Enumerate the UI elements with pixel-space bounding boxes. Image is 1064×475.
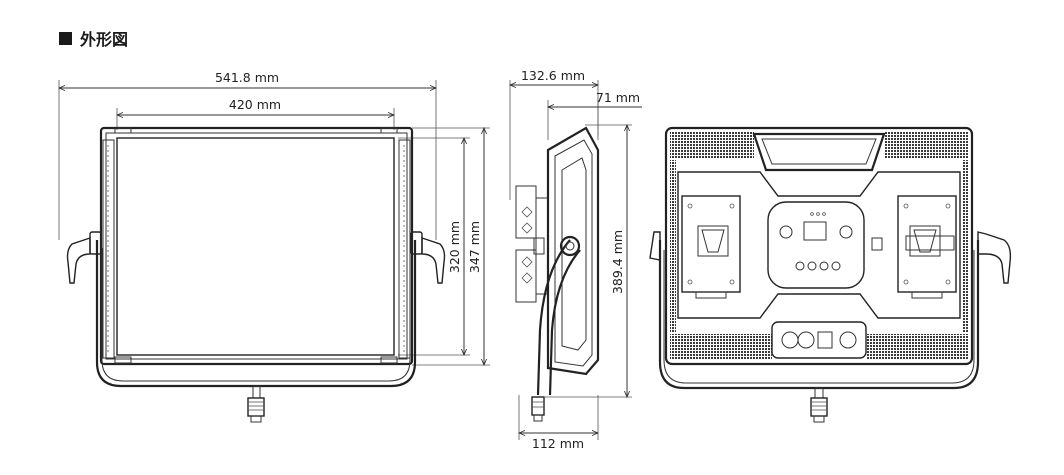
dim-side-height: 389.4 mm (545, 125, 632, 397)
dim-front-height-inner: 320 mm (398, 138, 470, 355)
side-view: 132.6 mm 71 mm 389.4 mm 112 mm (510, 68, 642, 451)
dim-side-depth-body: 71 mm (548, 90, 642, 140)
dim-front-width-total-label: 541.8 mm (215, 70, 279, 85)
back-view (649, 126, 1012, 423)
dim-front-width-total: 541.8 mm (59, 70, 436, 240)
dim-front-height-total: 347 mm (412, 128, 490, 365)
dim-side-bottom: 112 mm (519, 395, 598, 451)
dim-side-depth-body-label: 71 mm (596, 90, 640, 105)
dim-side-height-label: 389.4 mm (610, 230, 625, 294)
dim-side-depth-total: 132.6 mm (510, 68, 598, 200)
dim-side-depth-total-label: 132.6 mm (521, 68, 585, 83)
dim-front-width-inner-label: 420 mm (229, 97, 281, 112)
heading: 外形図 (59, 26, 128, 50)
front-view: 541.8 mm 420 mm 320 mm 347 mm (59, 70, 490, 423)
dim-front-width-inner: 420 mm (117, 97, 394, 130)
dim-front-height-total-label: 347 mm (467, 221, 482, 273)
heading-square-icon (59, 31, 72, 45)
heading-title: 外形図 (80, 30, 129, 49)
dim-side-bottom-label: 112 mm (532, 436, 584, 451)
dim-front-height-inner-label: 320 mm (447, 221, 462, 273)
